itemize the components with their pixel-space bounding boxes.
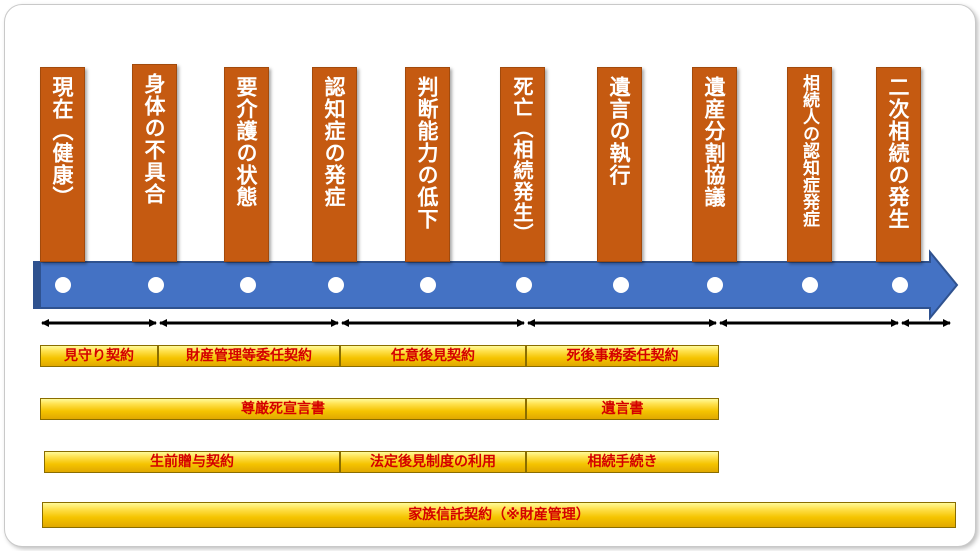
stage-label: 遺言の執行: [607, 76, 631, 186]
stage-estate-division: 遺産分割協議: [692, 67, 737, 262]
timeline-dot: [613, 277, 629, 293]
stage-health: 現在（健康）: [40, 67, 85, 262]
stage-physical-issue: 身体の不具合: [132, 64, 177, 262]
stage-care-needed: 要介護の状態: [224, 67, 269, 262]
stage-label: 遺産分割協議: [702, 76, 726, 208]
stage-judgment-decline: 判断能力の低下: [405, 67, 450, 262]
timeline-dot: [328, 277, 344, 293]
stage-death: 死亡（相続発生）: [500, 67, 545, 262]
stage-heir-dementia: 相続人の認知症発症: [787, 67, 832, 262]
bar-asset-management-contract: 財産管理等委任契約: [158, 345, 340, 367]
bar-statutory-guardianship: 法定後見制度の利用: [340, 451, 526, 473]
timeline-dot: [420, 277, 436, 293]
timeline-arrow-tail: [34, 262, 41, 308]
stage-will-execution: 遺言の執行: [597, 67, 642, 262]
timeline-dot: [148, 277, 164, 293]
stage-label: 二次相続の発生: [886, 76, 910, 230]
timeline-dot: [240, 277, 256, 293]
bar-watch-contract: 見守り契約: [40, 345, 158, 367]
stage-label: 身体の不具合: [142, 73, 166, 205]
timeline-dot: [707, 277, 723, 293]
timeline-dot: [802, 277, 818, 293]
stage-label: 判断能力の低下: [415, 76, 439, 230]
bar-will: 遺言書: [526, 398, 719, 420]
bar-voluntary-guardianship: 任意後見契約: [340, 345, 526, 367]
stage-label: 現在（健康）: [50, 76, 74, 208]
timeline-dot: [892, 277, 908, 293]
stage-dementia-onset: 認知症の発症: [312, 67, 357, 262]
stage-secondary-inheritance: 二次相続の発生: [876, 67, 921, 262]
stage-label: 要介護の状態: [234, 76, 258, 208]
stage-label: 認知症の発症: [322, 76, 346, 208]
stage-label: 相続人の認知症発症: [799, 74, 819, 227]
bar-inheritance-procedures: 相続手続き: [526, 451, 719, 473]
timeline-arrow: [33, 249, 959, 321]
bar-family-trust: 家族信託契約（※財産管理）: [42, 502, 956, 528]
timeline-dot: [516, 277, 532, 293]
bar-posthumous-affairs: 死後事務委任契約: [526, 345, 719, 367]
stage-label: 死亡（相続発生）: [510, 76, 534, 244]
bar-living-will: 尊厳死宣言書: [40, 398, 526, 420]
timeline-dot: [55, 277, 71, 293]
bar-lifetime-gift: 生前贈与契約: [44, 451, 340, 473]
